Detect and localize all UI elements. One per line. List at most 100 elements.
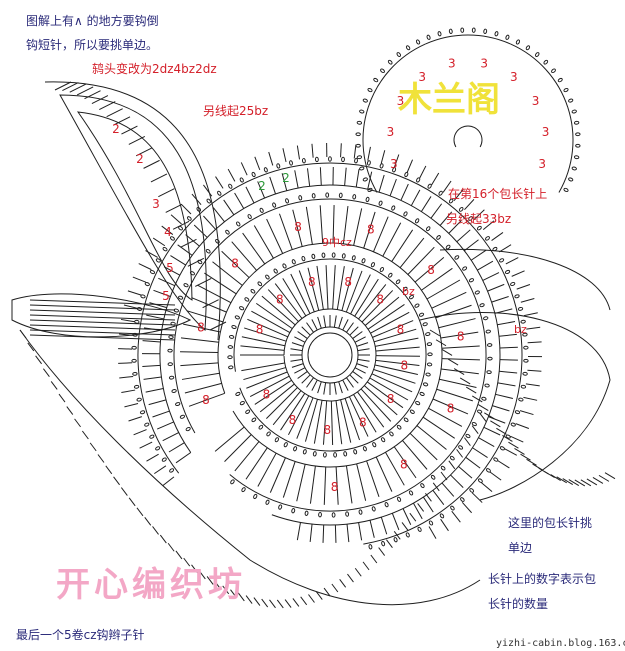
- round-7-chain: [155, 258, 161, 263]
- center-dc: [333, 315, 337, 328]
- round-5-dc: [309, 465, 316, 504]
- round-8-sc: [282, 148, 287, 163]
- round-3-chain: [257, 281, 263, 287]
- round-8-sc: [203, 184, 213, 197]
- round-7-dc: [142, 364, 161, 367]
- round-7-dc: [294, 170, 299, 189]
- fan-picot: [568, 177, 574, 182]
- round-7-chain: [140, 294, 146, 299]
- round-8-sc: [406, 159, 414, 173]
- round-7-dc: [185, 234, 200, 247]
- round-5-chain: [408, 490, 414, 496]
- round-3-chain: [331, 252, 336, 258]
- fan-shell: [567, 107, 574, 152]
- round-5-chain: [331, 512, 336, 518]
- round-3-chain: [343, 451, 348, 457]
- round-7-dc: [389, 178, 397, 197]
- round-3-dc: [266, 387, 298, 419]
- round-5-chain: [486, 370, 492, 375]
- round-7-chain: [476, 225, 482, 231]
- round-3-chain: [265, 274, 270, 280]
- round-5-chain: [278, 504, 283, 510]
- round-7-dc: [309, 523, 313, 543]
- round-3-chain: [353, 449, 358, 455]
- round-5-dc: [441, 345, 480, 349]
- round-7-dc: [369, 520, 375, 538]
- round-5-dc: [282, 461, 296, 498]
- round-3-chain: [426, 342, 433, 347]
- round-5-dc: [441, 368, 479, 375]
- round-5-chain: [371, 506, 376, 512]
- fan-shell: [367, 69, 391, 108]
- round-7-chain: [514, 294, 520, 299]
- fan-count-label: 3: [387, 125, 395, 139]
- outer-border-dc: [479, 413, 487, 422]
- round-8-sc: [254, 156, 261, 171]
- round-7-dc: [448, 220, 462, 234]
- left-leaf-dc: [121, 125, 138, 135]
- center-dc: [297, 371, 308, 379]
- lower-leaf-vein: [29, 329, 176, 336]
- round-3-chain: [418, 312, 425, 317]
- left-leaf-dc: [106, 108, 123, 118]
- fan-picot: [405, 45, 411, 51]
- outer-border-dc: [292, 598, 300, 607]
- round-8-sc: [118, 362, 133, 364]
- center-dc: [290, 358, 303, 362]
- fan-picot: [534, 52, 540, 57]
- round-7-chain: [392, 167, 397, 173]
- note-sixteenth-dc: 在第16个包长针上: [448, 187, 548, 201]
- round-3-chain: [228, 365, 234, 370]
- round-5-chain: [175, 402, 181, 407]
- outer-border-dc: [308, 594, 315, 603]
- outer-border-dc: [261, 598, 269, 608]
- outer-border: [19, 329, 481, 606]
- round-7-chain: [428, 520, 434, 526]
- round-7-chain: [438, 190, 443, 196]
- round-7-dc: [482, 272, 500, 281]
- round-7-dc: [146, 314, 164, 320]
- round-3-dc: [290, 273, 311, 314]
- outer-border-dc: [417, 503, 425, 512]
- round-8-sc: [428, 526, 437, 539]
- round-7-dc: [380, 516, 388, 535]
- round-7-dc: [223, 199, 235, 216]
- fan-count-label: 3: [448, 57, 456, 71]
- round-7-dc: [322, 524, 325, 543]
- center-dc: [342, 319, 349, 331]
- round-5-chain: [396, 496, 402, 502]
- outer-border-dc: [74, 418, 81, 428]
- round-3-dc: [371, 373, 413, 393]
- round-7-chain: [468, 216, 473, 221]
- round-7-chain: [144, 282, 150, 287]
- round-7-chain: [477, 478, 483, 483]
- lower-leaf-vein: [29, 334, 176, 341]
- round-7-dc: [281, 173, 288, 191]
- fan-shell: [389, 43, 426, 71]
- left-leaf-dc: [54, 81, 72, 91]
- round-7-chain: [341, 156, 345, 163]
- round-8-sc: [161, 225, 174, 235]
- fan-picot: [387, 59, 393, 65]
- outer-petal-count-label: 8: [294, 220, 302, 234]
- center-dc: [357, 358, 370, 362]
- round-7-chain: [469, 488, 475, 493]
- round-3-dc: [350, 274, 371, 315]
- round-3-dc: [364, 296, 400, 326]
- round-5-dc: [292, 209, 303, 247]
- round-8-sc: [170, 214, 182, 225]
- round-7-dc: [488, 416, 506, 424]
- outer-border-dc: [378, 547, 386, 556]
- round-7-chain: [417, 526, 422, 532]
- round-5-chain: [345, 511, 350, 517]
- round-7-dc: [143, 376, 162, 380]
- round-7-chain: [514, 410, 521, 415]
- center-dc: [323, 315, 327, 328]
- round-8-sc: [516, 284, 531, 290]
- fan-picot: [571, 166, 577, 171]
- right-leaf-dc: [592, 477, 604, 484]
- right-leaf-dc: [478, 404, 489, 411]
- right-leaf-dc: [556, 476, 567, 484]
- lower-leaf: [11, 293, 192, 338]
- round-7-dc: [367, 171, 373, 190]
